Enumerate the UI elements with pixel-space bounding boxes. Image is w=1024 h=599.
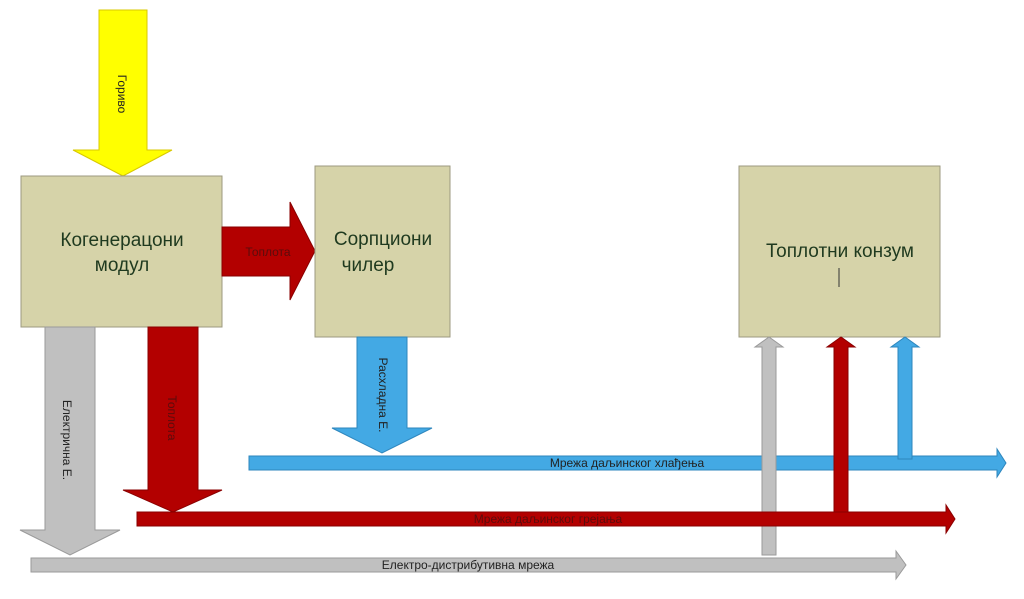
thermal-consumer-box bbox=[738, 165, 941, 338]
heat-to-chiller-arrow bbox=[221, 201, 316, 301]
sorption-chiller-label-line2: чилер bbox=[342, 255, 395, 276]
cooling-riser-arrow bbox=[889, 336, 921, 460]
sorption-chiller-label-line1: Сорпциони bbox=[334, 229, 432, 250]
heat-down-arrow bbox=[122, 326, 223, 513]
district-cooling-network-label: Мрежа даљинског хлађења bbox=[550, 456, 705, 470]
cooling-energy-label: Расхладна Е. bbox=[376, 358, 390, 433]
fuel-label: Гориво bbox=[115, 75, 129, 114]
sorption-chiller-box bbox=[314, 165, 451, 338]
cogeneration-module-label-line2: модул bbox=[95, 255, 149, 276]
electric-distribution-network-label: Електро-дистрибутивна мрежа bbox=[382, 558, 555, 572]
cooling-energy-arrow bbox=[331, 336, 433, 454]
fuel-arrow bbox=[72, 9, 173, 177]
electric-distribution-network-arrow bbox=[30, 549, 907, 581]
cogeneration-module-box bbox=[20, 175, 223, 328]
heat-down-label: Топлота bbox=[165, 395, 179, 440]
heat-to-chiller-label: Топлота bbox=[245, 245, 290, 259]
electric-energy-arrow bbox=[19, 326, 121, 556]
district-cooling-network-arrow bbox=[248, 447, 1007, 479]
cogeneration-module-label-line1: Когенерацони bbox=[60, 230, 183, 251]
electric-energy-label: Електрична Е. bbox=[60, 400, 74, 480]
thermal-consumer-label: Топлотни конзум bbox=[766, 241, 914, 262]
district-heating-network-label: Мрежа даљинског грејања bbox=[474, 512, 623, 526]
district-heating-network-arrow bbox=[136, 503, 956, 535]
heating-riser-arrow bbox=[825, 336, 857, 513]
